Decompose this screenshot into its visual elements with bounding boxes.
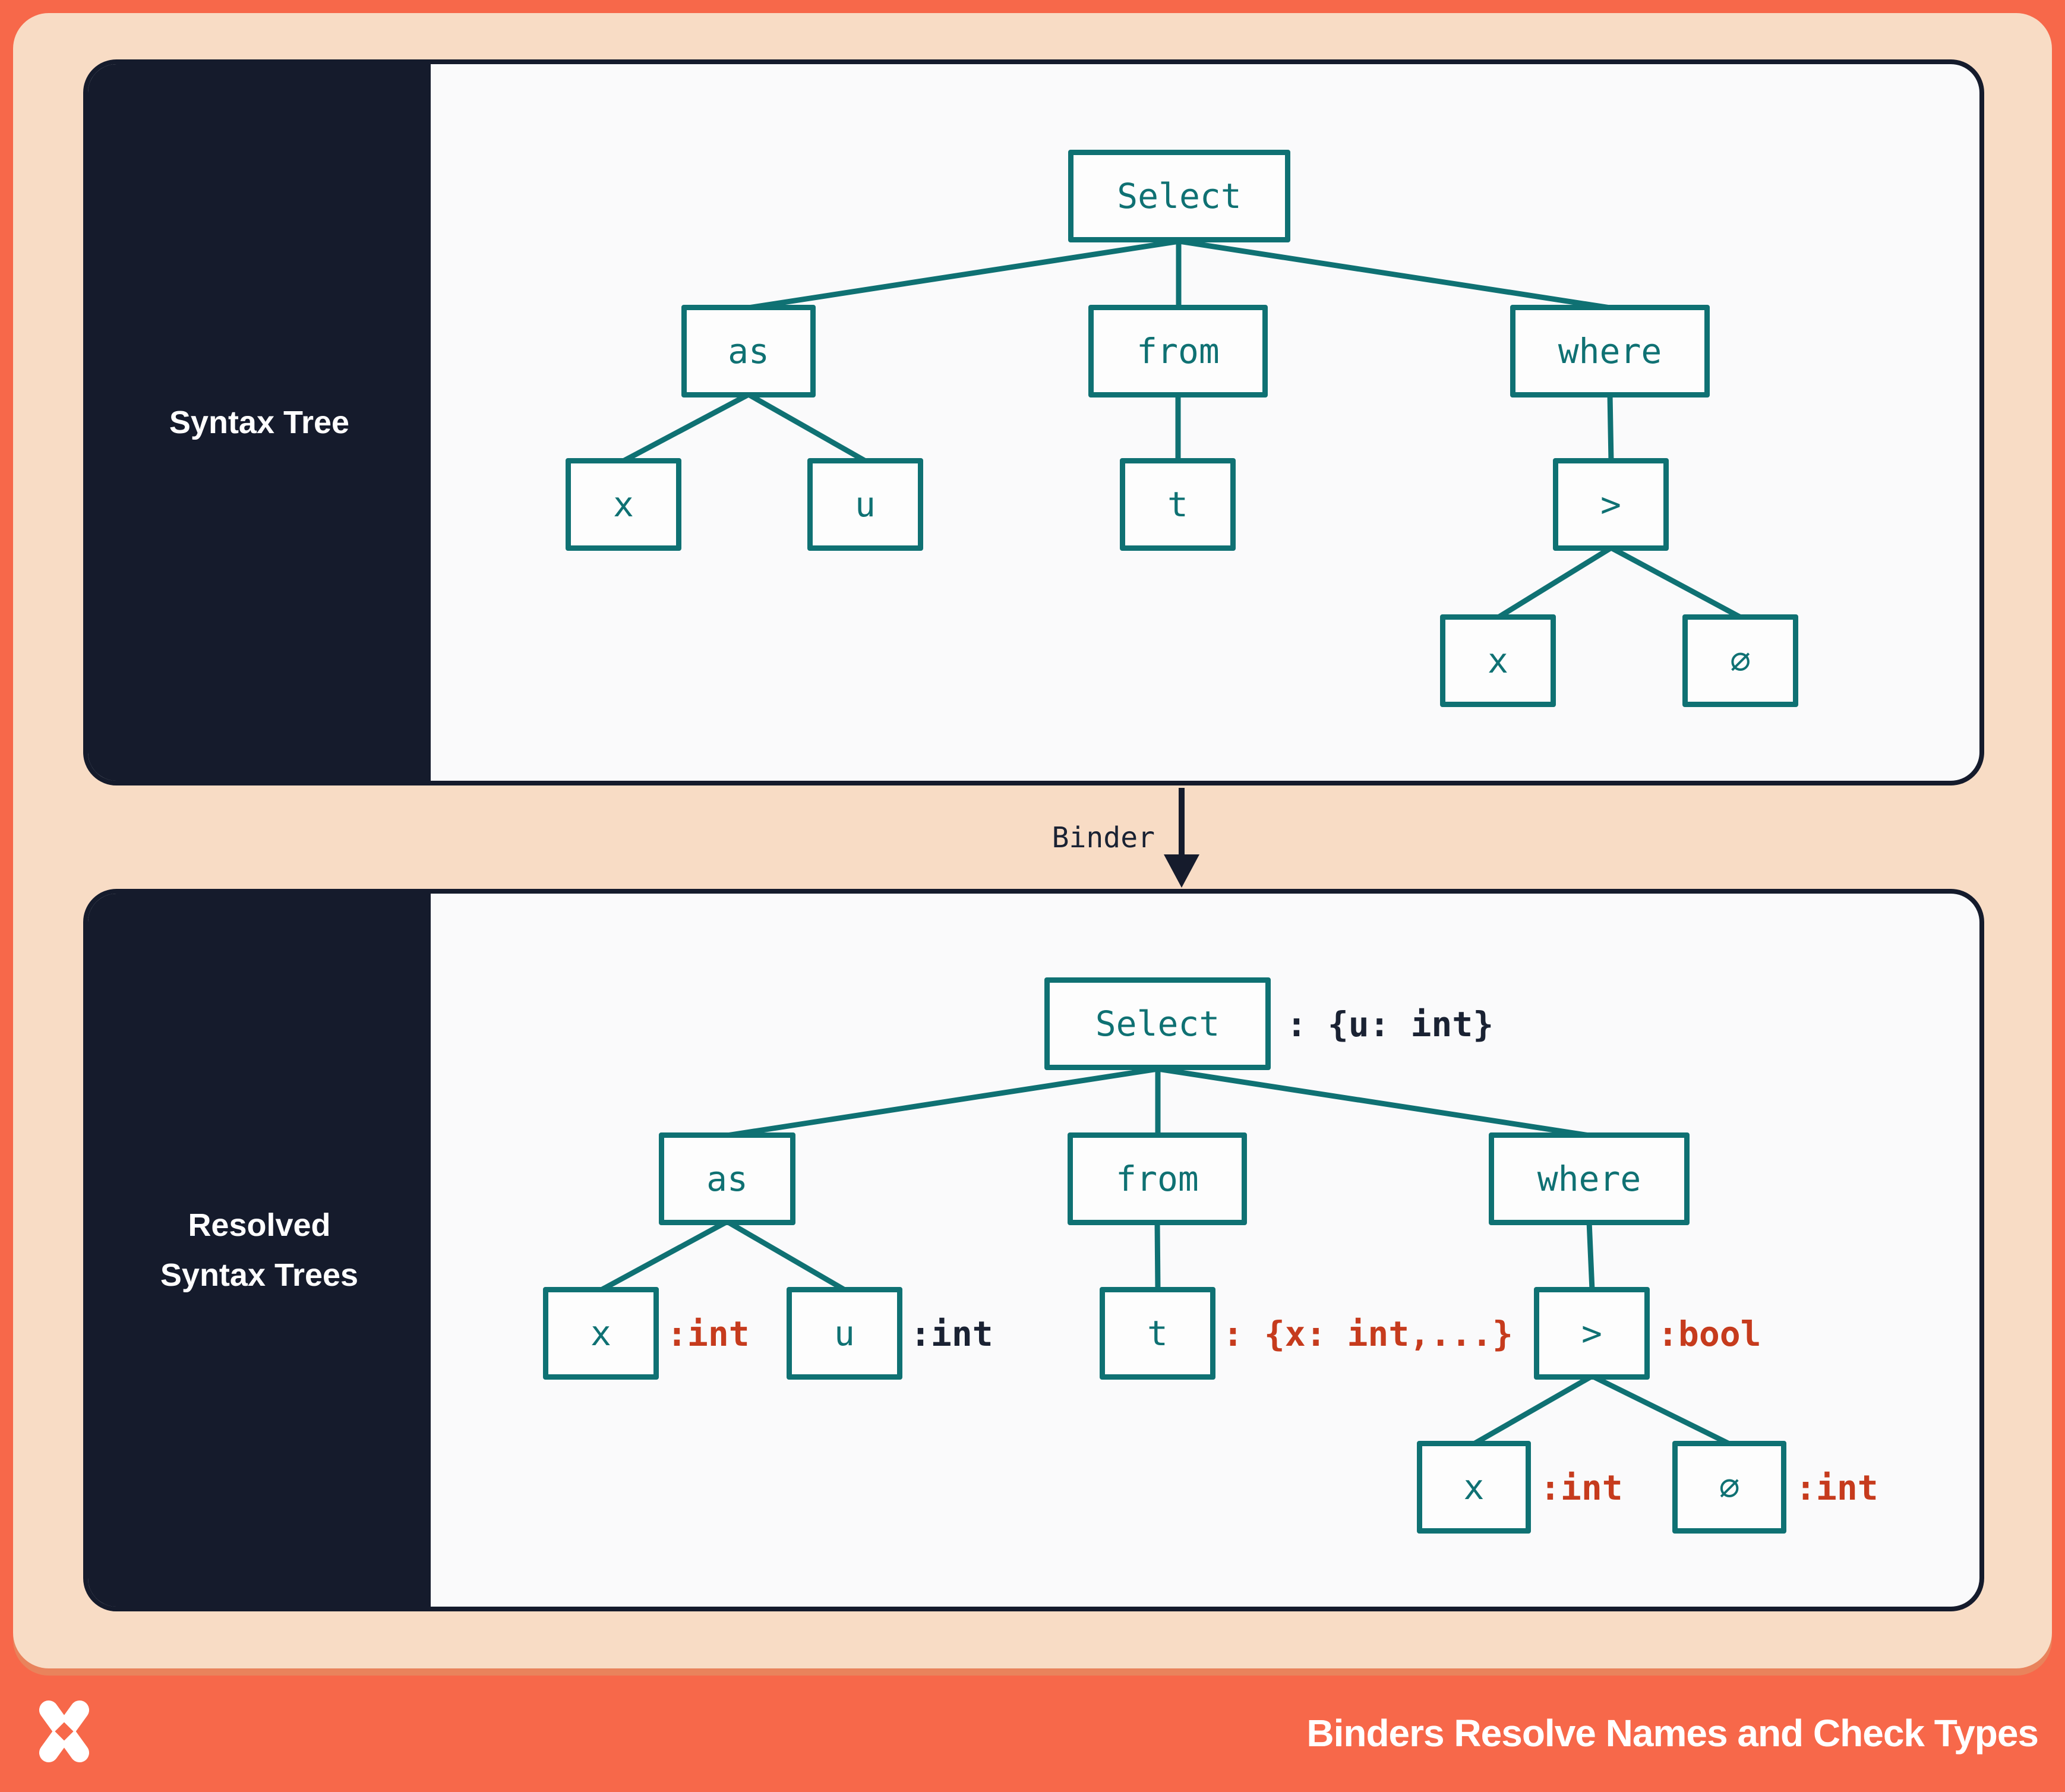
tree2-annotation-x-leaf: :int [1540,1468,1623,1508]
tree2-node-select: Select [1044,977,1271,1070]
tree1-node-x-leaf: x [1440,614,1556,707]
tree1-node-where: where [1510,305,1710,397]
panel-resolved-syntax-trees: Resolved Syntax Trees [83,889,1984,1611]
tree2-node-zero: ∅ [1672,1441,1786,1534]
tree2-annotation-t: : {x: int,...} [1223,1314,1513,1354]
tree2-node-x-leaf: x [1417,1441,1531,1534]
tree1-node-select: Select [1068,150,1290,242]
tree2-node-where: where [1489,1132,1690,1225]
x-cross-logo-icon [39,1700,89,1762]
panel-syntax-tree: Syntax Tree [83,59,1984,785]
panel-syntax-tree-label: Syntax Tree [169,405,350,440]
tree1-node-from: from [1088,305,1268,397]
footer-title: Binders Resolve Names and Check Types [1306,1712,2039,1755]
binder-label: Binder [1052,821,1155,854]
tree2-node-as: as [659,1132,795,1225]
tree2-annotation-x: :int [667,1314,750,1354]
tree2-annotation-zero: :int [1795,1468,1878,1508]
tree2-annotation-greater-than: :bool [1657,1314,1761,1354]
tree1-node-as: as [681,305,816,397]
panel-resolved-sidebar: Resolved Syntax Trees [88,894,431,1607]
tree2-node-greater-than: > [1534,1287,1650,1380]
tree2-node-u: u [787,1287,902,1380]
tree2-node-x: x [543,1287,659,1380]
tree1-node-u: u [807,458,923,551]
tree2-node-t: t [1100,1287,1215,1380]
tree1-node-x: x [566,458,681,551]
tree2-annotation-u: :int [910,1314,993,1354]
tree1-node-greater-than: > [1553,458,1669,551]
tree2-node-from: from [1068,1132,1247,1225]
panel-resolved-label-line2: Syntax Trees [160,1257,359,1293]
tree1-node-t: t [1120,458,1236,551]
tree1-node-zero: ∅ [1682,614,1798,707]
panel-resolved-label-line1: Resolved [188,1207,331,1243]
tree2-annotation-select: : {u: int} [1286,1004,1494,1045]
panel-syntax-tree-sidebar: Syntax Tree [88,64,431,781]
